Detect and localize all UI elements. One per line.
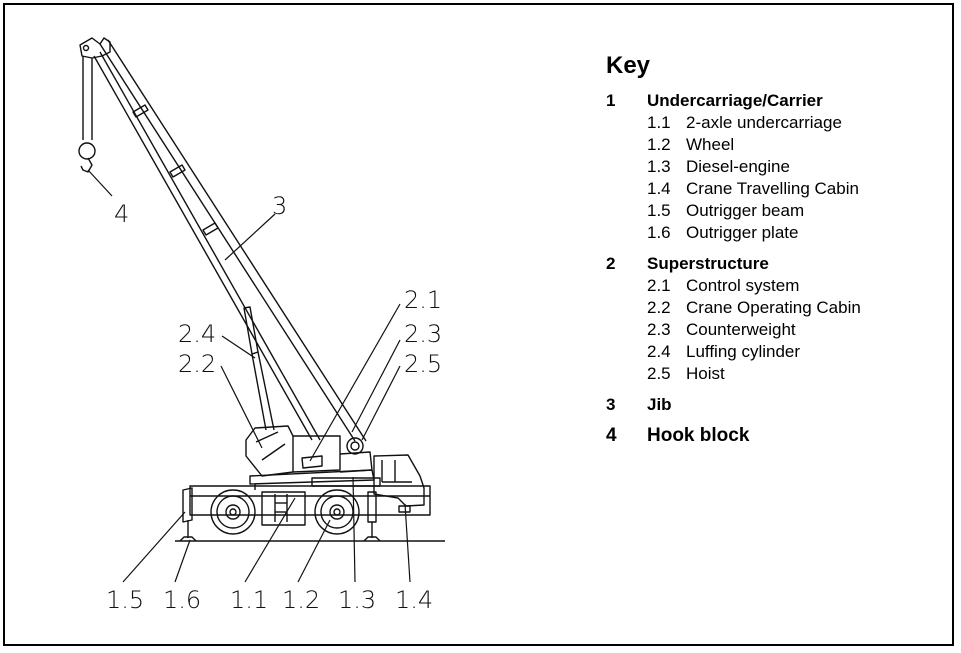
- group-label: Hook block: [647, 425, 750, 446]
- group-label: Jib: [647, 395, 672, 414]
- item-label: Hoist: [686, 364, 725, 383]
- callout-2-4: 2.4: [178, 320, 216, 348]
- key-item: 1.3 Diesel-engine: [606, 156, 946, 178]
- key-item: 2.2 Crane Operating Cabin: [606, 297, 946, 319]
- key-group-3: 3 Jib: [606, 394, 946, 416]
- item-label: Wheel: [686, 135, 735, 154]
- item-label: 2-axle undercarriage: [686, 113, 842, 132]
- carrier: [189, 454, 431, 526]
- wheel-front: [314, 489, 360, 535]
- key-group-4: 4 Hook block: [606, 425, 946, 447]
- item-number: 1.3: [647, 157, 671, 176]
- key-item: 1.4 Crane Travelling Cabin: [606, 178, 946, 200]
- group-label: Superstructure: [647, 254, 769, 273]
- outrigger-right: [363, 491, 381, 542]
- key-item: 2.4 Luffing cylinder: [606, 341, 946, 363]
- key-item: 2.1 Control system: [606, 275, 946, 297]
- item-label: Crane Travelling Cabin: [686, 179, 859, 198]
- key-group-1: 1 Undercarriage/Carrier 1.1 2-axle underc…: [606, 90, 946, 244]
- group-number: 4: [606, 425, 617, 446]
- key-item: 1.6 Outrigger plate: [606, 222, 946, 244]
- callout-1-2: 1.2: [282, 586, 320, 614]
- key-item: 1.5 Outrigger beam: [606, 200, 946, 222]
- superstructure: [245, 425, 375, 490]
- item-label: Luffing cylinder: [686, 342, 801, 361]
- callout-1-4: 1.4: [395, 586, 433, 614]
- wheel-rear: [210, 489, 256, 535]
- group-number: 1: [606, 91, 616, 110]
- callout-4: 4: [114, 200, 129, 228]
- callout-1-6: 1.6: [163, 586, 201, 614]
- item-number: 2.1: [647, 276, 671, 295]
- callout-1-1: 1.1: [230, 586, 268, 614]
- group-label: Undercarriage/Carrier: [647, 91, 823, 110]
- item-number: 1.5: [647, 201, 671, 220]
- callout-2-2: 2.2: [178, 350, 216, 378]
- item-label: Outrigger plate: [686, 223, 799, 242]
- item-number: 1.1: [647, 113, 671, 132]
- key-title: Key: [606, 52, 651, 79]
- key-item: 1.1 2-axle undercarriage: [606, 112, 946, 134]
- item-label: Counterweight: [686, 320, 796, 339]
- item-number: 2.4: [647, 342, 671, 361]
- item-label: Control system: [686, 276, 800, 295]
- jib: [93, 39, 367, 442]
- key-legend: Key 1 Undercarriage/Carrier 1.1 2-axle un…: [606, 52, 946, 456]
- item-number: 1.2: [647, 135, 671, 154]
- item-label: Outrigger beam: [686, 201, 805, 220]
- callout-2-5: 2.5: [404, 350, 442, 378]
- callout-2-3: 2.3: [404, 320, 442, 348]
- item-number: 1.4: [647, 179, 671, 198]
- group-number: 2: [606, 254, 616, 273]
- callout-1-5: 1.5: [106, 586, 144, 614]
- callout-2-1: 2.1: [404, 286, 442, 314]
- outrigger-left: [179, 487, 197, 542]
- key-group-2: 2 Superstructure 2.1 Control system 2.2 Cr…: [606, 253, 946, 385]
- item-number: 1.6: [647, 223, 671, 242]
- item-number: 2.3: [647, 320, 671, 339]
- key-item: 2.3 Counterweight: [606, 319, 946, 341]
- key-item: 2.5 Hoist: [606, 363, 946, 385]
- key-item: 1.2 Wheel: [606, 134, 946, 156]
- callout-3: 3: [272, 192, 287, 220]
- hook-block: [78, 37, 111, 173]
- item-label: Diesel-engine: [686, 157, 790, 176]
- item-number: 2.5: [647, 364, 671, 383]
- item-number: 2.2: [647, 298, 671, 317]
- group-number: 3: [606, 395, 616, 414]
- callout-1-3: 1.3: [338, 586, 376, 614]
- luffing-cylinder: [243, 306, 275, 431]
- leader-lines: [87, 169, 411, 583]
- item-label: Crane Operating Cabin: [686, 298, 861, 317]
